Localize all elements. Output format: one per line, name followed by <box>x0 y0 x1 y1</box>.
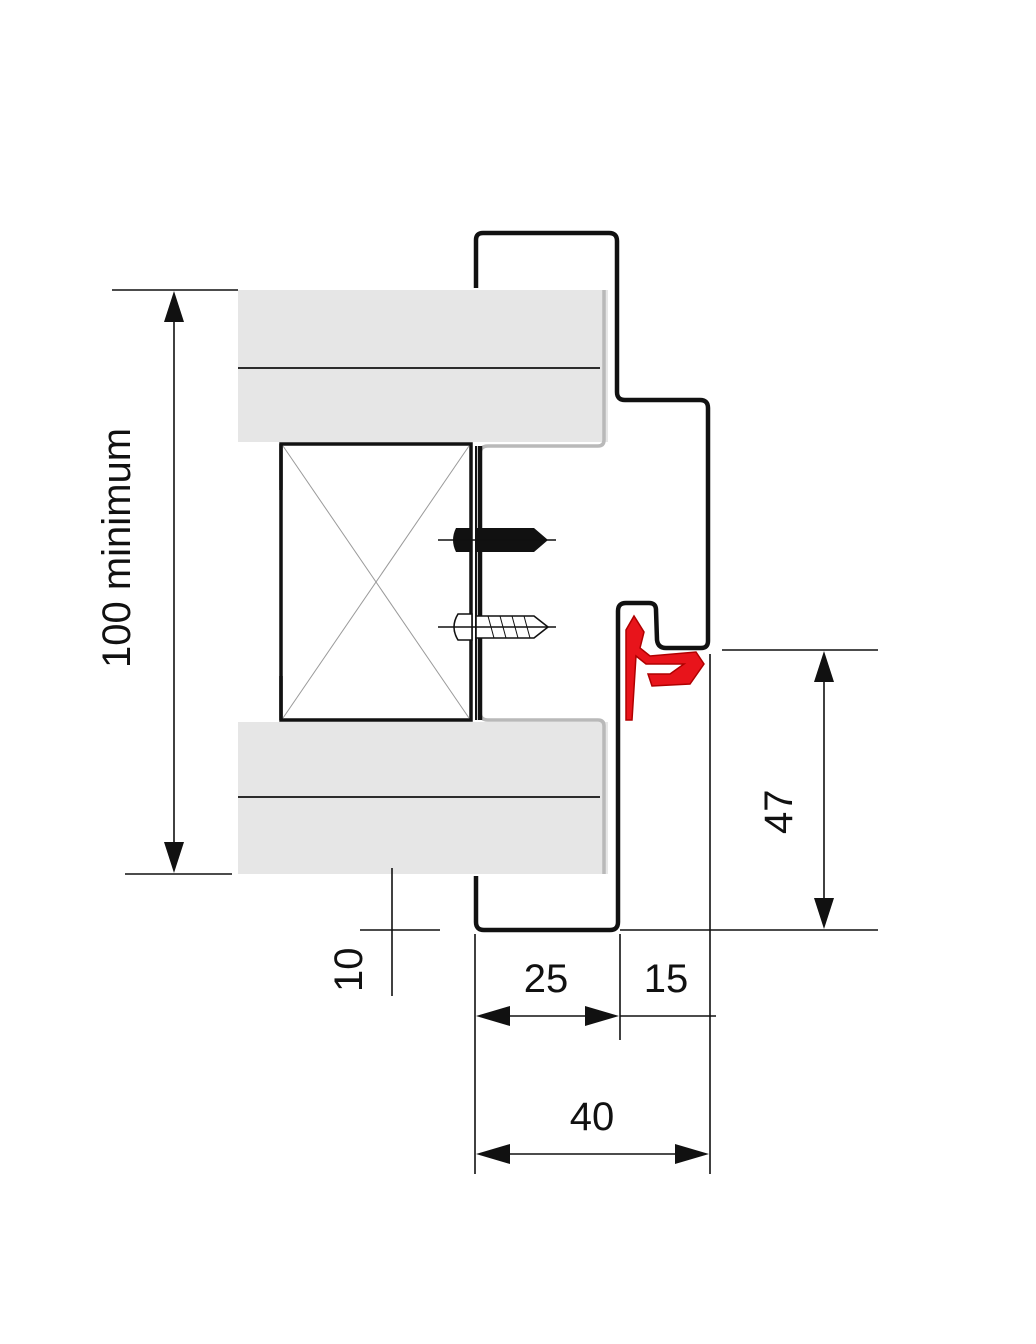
dimension-frame-depth: 25 15 <box>474 654 716 1174</box>
timber-stud <box>279 442 473 722</box>
screw-icon <box>438 528 556 552</box>
door-seal <box>625 614 705 721</box>
frame-depth-label: 25 <box>524 957 569 1001</box>
dimension-rebate: 47 <box>620 649 878 931</box>
steel-door-frame <box>473 230 711 933</box>
total-depth-label: 40 <box>570 1095 615 1139</box>
rebate-label: 47 <box>757 790 801 835</box>
screw-icon <box>438 613 556 641</box>
dimension-wall-thickness: 100 minimum <box>95 289 238 875</box>
dimension-total-depth: 40 <box>476 1095 709 1164</box>
upper-wall-panel <box>238 290 608 442</box>
dimension-offset: 10 <box>327 868 440 996</box>
lower-wall-panel <box>238 722 608 874</box>
offset-label: 10 <box>327 948 371 993</box>
wall-thickness-label: 100 minimum <box>95 428 139 668</box>
stop-label: 15 <box>644 957 689 1001</box>
